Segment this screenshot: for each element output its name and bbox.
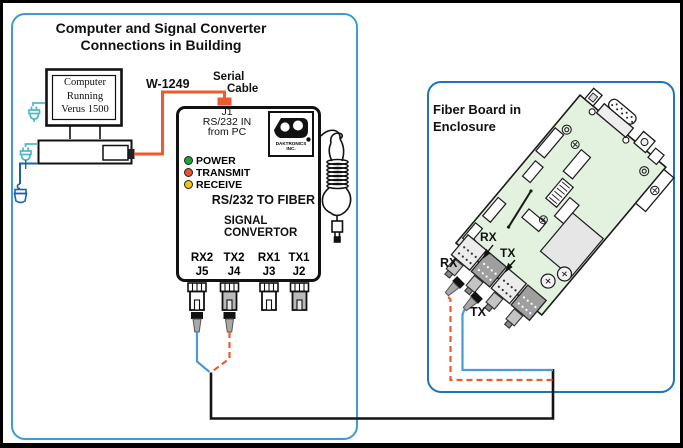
port-label-rx1-j3: RX1 J3 — [249, 252, 289, 279]
screen-line: Verus 1500 — [61, 104, 109, 115]
power-led-icon — [184, 156, 193, 165]
monitor-screen-text: Computer Running Verus 1500 — [53, 76, 117, 117]
j1-line2: RS/232 IN — [202, 115, 252, 128]
port-jack: J5 — [195, 265, 209, 278]
serial-cable-label-line2: Cable — [227, 83, 259, 95]
port-label-rx2-j5: RX2 J5 — [182, 252, 222, 279]
receive-led-label: RECEIVE — [196, 179, 243, 191]
enclosure-title-line1: Fiber Board in — [433, 102, 522, 117]
enclosure-title: Fiber Board in Enclosure — [433, 102, 521, 135]
j1-input-label: J1 RS/232 IN from PC — [181, 106, 273, 138]
power-led-label: POWER — [196, 155, 236, 167]
screen-line: Running — [66, 90, 104, 102]
port-jack: J3 — [262, 265, 276, 278]
daktronics-logo: DAKTRONICS INC. — [268, 111, 314, 157]
building-title-line2: Connections in Building — [80, 37, 242, 53]
transmit-led-label: TRANSMIT — [196, 167, 251, 179]
serial-cable-label-line1: Serial — [213, 71, 245, 83]
building-title: Computer and Signal Converter Connection… — [15, 20, 307, 54]
enclosure-title-line2: Enclosure — [433, 118, 496, 134]
serial-cable-label: Serial Cable — [213, 71, 258, 95]
port-signal: TX2 — [223, 252, 245, 264]
board-tx-label: TX — [500, 246, 516, 260]
converter-name-line2: CONVERTOR — [224, 227, 298, 239]
port-jack: J2 — [292, 265, 306, 278]
transmit-led-icon — [184, 168, 193, 177]
plug-tx-label: TX — [470, 305, 486, 319]
port-signal: RX2 — [190, 252, 214, 264]
receive-led-icon — [184, 180, 193, 189]
port-jack: J4 — [227, 265, 241, 278]
port-label-tx1-j2: TX1 J2 — [279, 252, 319, 279]
converter-subtitle: RS/232 TO FIBER — [211, 193, 315, 207]
screen-line: Computer — [64, 77, 106, 88]
port-signal: TX1 — [288, 252, 310, 264]
j1-line3: from PC — [207, 125, 247, 138]
j1-line1: J1 — [221, 106, 233, 118]
port-label-tx2-j4: TX2 J4 — [214, 252, 254, 279]
board-rx-label: RX — [480, 230, 497, 244]
building-title-line1: Computer and Signal Converter — [55, 20, 267, 36]
building-outline-box — [11, 13, 358, 440]
daktronics-d-icon — [274, 118, 311, 142]
converter-name-line1: SIGNAL — [224, 215, 268, 227]
logo-text-line1: DAKTRONICS — [275, 141, 307, 146]
plug-rx-label: RX — [440, 256, 458, 270]
logo-text-line2: INC. — [286, 145, 296, 151]
port-signal: RX1 — [257, 252, 281, 264]
wire-label-w1249: W-1249 — [146, 77, 190, 91]
